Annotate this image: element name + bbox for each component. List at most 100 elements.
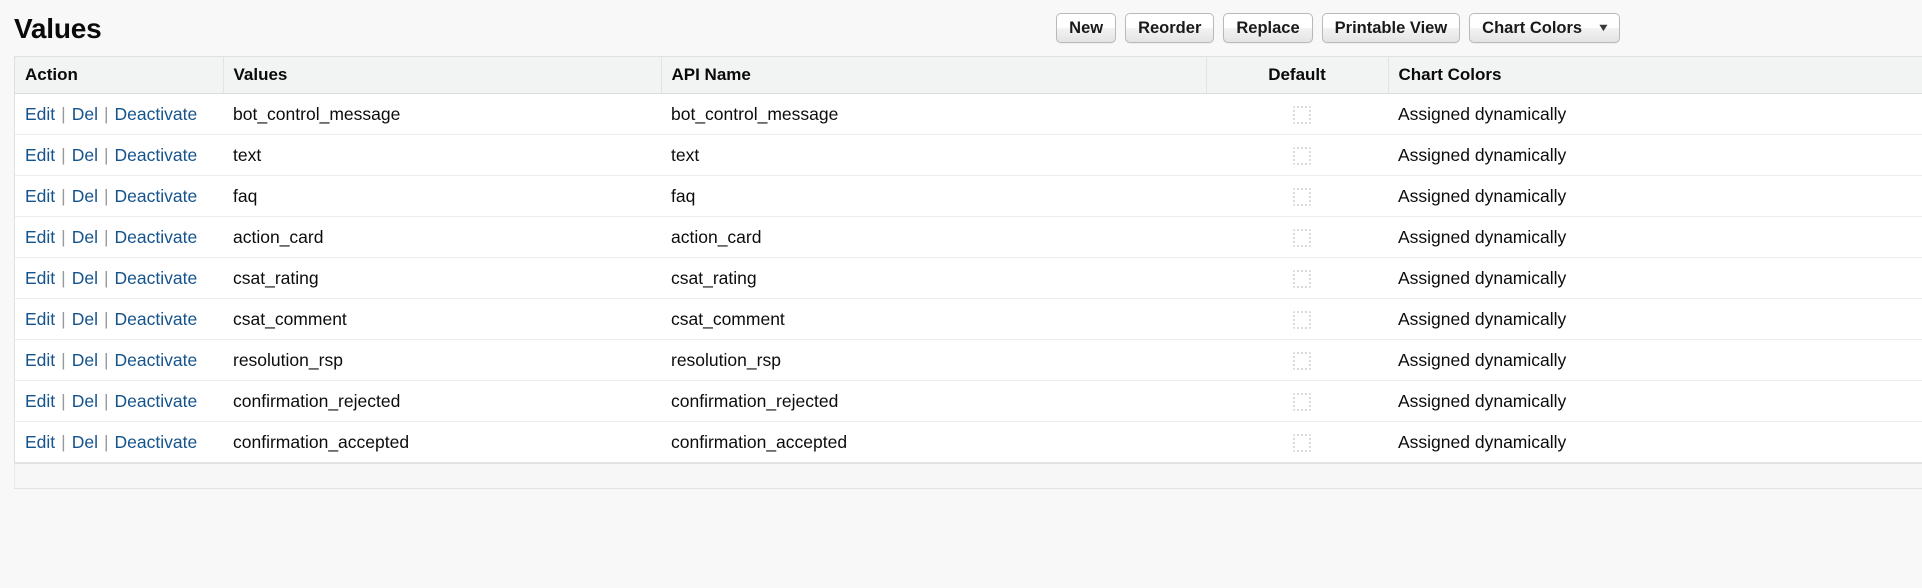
header-button-group: New Reorder Replace Printable View Chart… — [1056, 13, 1910, 43]
default-checkbox[interactable] — [1293, 392, 1311, 411]
edit-link[interactable]: Edit — [25, 226, 56, 247]
edit-link[interactable]: Edit — [25, 267, 56, 288]
action-links: Edit|Del|Deactivate — [25, 350, 197, 371]
action-links: Edit|Del|Deactivate — [25, 145, 197, 166]
values-table: Action Values API Name Default Chart Col… — [15, 56, 1922, 463]
deactivate-link[interactable]: Deactivate — [114, 390, 198, 411]
default-checkbox[interactable] — [1293, 187, 1311, 206]
cell-action: Edit|Del|Deactivate — [15, 175, 223, 217]
action-links: Edit|Del|Deactivate — [25, 268, 197, 289]
del-link[interactable]: Del — [71, 308, 98, 329]
deactivate-link[interactable]: Deactivate — [114, 103, 198, 124]
cell-action: Edit|Del|Deactivate — [15, 134, 223, 176]
cell-chart-colors: Assigned dynamically — [1388, 380, 1922, 422]
cell-api-name: text — [661, 134, 1206, 176]
replace-button[interactable]: Replace — [1223, 13, 1313, 43]
cell-chart-colors: Assigned dynamically — [1388, 134, 1922, 176]
action-separator: | — [103, 431, 109, 452]
deactivate-link[interactable]: Deactivate — [114, 267, 198, 288]
edit-link[interactable]: Edit — [25, 390, 56, 411]
del-link[interactable]: Del — [71, 267, 98, 288]
action-separator: | — [61, 349, 66, 370]
del-link[interactable]: Del — [71, 226, 98, 247]
column-header-values: Values — [223, 56, 662, 94]
action-separator: | — [103, 308, 109, 329]
default-checkbox[interactable] — [1293, 146, 1311, 165]
action-links: Edit|Del|Deactivate — [25, 309, 197, 330]
del-link[interactable]: Del — [71, 349, 98, 370]
cell-default — [1206, 380, 1388, 422]
del-link[interactable]: Del — [71, 185, 98, 206]
printable-view-button[interactable]: Printable View — [1321, 13, 1461, 43]
cell-value: csat_comment — [223, 298, 661, 340]
cell-value: resolution_rsp — [223, 339, 661, 381]
cell-chart-colors: Assigned dynamically — [1388, 175, 1922, 217]
cell-action: Edit|Del|Deactivate — [15, 380, 223, 422]
cell-api-name: faq — [661, 175, 1206, 217]
edit-link[interactable]: Edit — [25, 185, 56, 206]
reorder-button[interactable]: Reorder — [1125, 13, 1215, 43]
cell-api-name: bot_control_message — [661, 93, 1206, 135]
cell-action: Edit|Del|Deactivate — [15, 339, 223, 381]
del-link[interactable]: Del — [71, 390, 98, 411]
edit-link[interactable]: Edit — [25, 103, 56, 124]
cell-default — [1206, 339, 1388, 381]
default-checkbox[interactable] — [1293, 433, 1311, 452]
cell-chart-colors: Assigned dynamically — [1388, 298, 1922, 340]
edit-link[interactable]: Edit — [25, 431, 56, 452]
cell-default — [1206, 257, 1388, 299]
cell-action: Edit|Del|Deactivate — [15, 216, 223, 258]
action-links: Edit|Del|Deactivate — [25, 391, 197, 412]
edit-link[interactable]: Edit — [25, 144, 56, 165]
cell-value: faq — [223, 175, 661, 217]
default-checkbox[interactable] — [1293, 310, 1311, 329]
column-header-api-name: API Name — [661, 56, 1207, 94]
del-link[interactable]: Del — [71, 431, 98, 452]
default-checkbox[interactable] — [1293, 351, 1311, 370]
deactivate-link[interactable]: Deactivate — [114, 144, 198, 165]
action-links: Edit|Del|Deactivate — [25, 186, 197, 207]
deactivate-link[interactable]: Deactivate — [114, 226, 198, 247]
page-title: Values — [14, 13, 102, 44]
cell-action: Edit|Del|Deactivate — [15, 421, 223, 463]
deactivate-link[interactable]: Deactivate — [114, 185, 198, 206]
action-separator: | — [103, 226, 109, 247]
del-link[interactable]: Del — [71, 144, 98, 165]
del-link[interactable]: Del — [71, 103, 98, 124]
cell-chart-colors: Assigned dynamically — [1388, 257, 1922, 299]
edit-link[interactable]: Edit — [25, 308, 56, 329]
edit-link[interactable]: Edit — [25, 349, 56, 370]
action-separator: | — [61, 431, 66, 452]
table-footer-bar — [14, 463, 1922, 489]
cell-value: confirmation_accepted — [223, 421, 661, 463]
cell-api-name: resolution_rsp — [661, 339, 1206, 381]
column-header-default: Default — [1206, 56, 1389, 94]
action-separator: | — [61, 267, 66, 288]
cell-default — [1206, 298, 1388, 340]
action-links: Edit|Del|Deactivate — [25, 104, 197, 125]
deactivate-link[interactable]: Deactivate — [114, 349, 198, 370]
action-separator: | — [61, 308, 66, 329]
deactivate-link[interactable]: Deactivate — [114, 431, 198, 452]
default-checkbox[interactable] — [1293, 105, 1311, 124]
table-row: Edit|Del|Deactivate confirmation_rejected… — [15, 380, 1922, 422]
chart-colors-dropdown-button[interactable]: Chart Colors ▼ — [1469, 13, 1620, 43]
default-checkbox[interactable] — [1293, 228, 1311, 247]
cell-default — [1206, 216, 1388, 258]
chevron-down-icon: ▼ — [1596, 21, 1611, 34]
cell-value: confirmation_rejected — [223, 380, 661, 422]
default-checkbox[interactable] — [1293, 269, 1311, 288]
cell-action: Edit|Del|Deactivate — [15, 257, 223, 299]
deactivate-link[interactable]: Deactivate — [114, 308, 198, 329]
new-button[interactable]: New — [1056, 13, 1117, 43]
action-separator: | — [61, 226, 66, 247]
action-separator: | — [103, 349, 109, 370]
action-separator: | — [61, 144, 66, 165]
cell-api-name: confirmation_accepted — [661, 421, 1206, 463]
